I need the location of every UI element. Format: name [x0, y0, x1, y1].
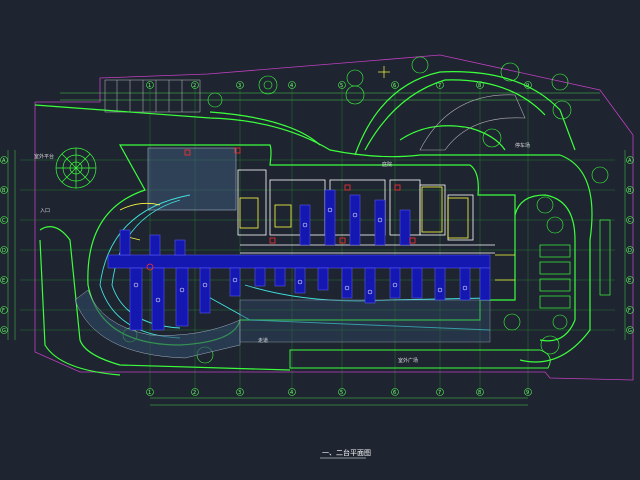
axis-label-right-e: E: [628, 278, 631, 284]
axis-label-top-9: 9: [526, 83, 529, 89]
annotation-top: 庭院: [382, 161, 392, 168]
annotation-left-2: 入口: [40, 208, 50, 214]
curved-terrace: [74, 289, 241, 359]
axis-label-top-8: 8: [478, 83, 481, 89]
axis-label-top-5: 5: [340, 83, 343, 89]
annotation-center: 走道: [258, 337, 268, 344]
axis-label-left-f: F: [2, 308, 5, 314]
trees: [122, 56, 609, 364]
bottom-path: [289, 349, 551, 369]
curved-walkway: [419, 94, 526, 151]
red-markers: [146, 147, 416, 271]
axis-label-left-a: A: [2, 158, 6, 164]
axis-label-bottom-5: 5: [340, 390, 343, 396]
axis-label-right-g: G: [628, 328, 632, 334]
axis-label-top-1: 1: [148, 83, 151, 89]
axis-label-top-4: 4: [290, 83, 293, 89]
axis-label-left-e: E: [2, 278, 5, 284]
diffusers: [133, 207, 468, 303]
axis-label-bottom-9: 9: [526, 390, 529, 396]
curved-facade: [99, 194, 491, 339]
axis-label-bottom-6: 6: [393, 390, 396, 396]
axis-label-text: 1 2 3 4 5 6 7 8 9 1 2 3 4 5 6 7 8 9 A B …: [2, 83, 632, 396]
top-axis-bubbles: [0, 81, 634, 396]
axis-label-right-f: F: [628, 308, 631, 314]
ductwork: [107, 189, 491, 331]
axis-label-bottom-8: 8: [478, 390, 481, 396]
annotation-left: 室外平台: [34, 153, 54, 160]
site-boundary: [34, 54, 634, 381]
annotations: 室外平台 入口 庭院 停车场 室外广场 走道: [34, 142, 530, 364]
annotation-bottom: 室外广场: [398, 357, 418, 364]
round-plaza: [55, 147, 97, 189]
parking-top-left: [104, 79, 201, 113]
axis-label-left-g: G: [2, 328, 6, 334]
axis-label-top-6: 6: [393, 83, 396, 89]
axis-label-left-b: B: [2, 188, 6, 194]
axis-label-right-b: B: [628, 188, 632, 194]
axis-label-left-c: C: [2, 218, 6, 224]
yellow-elements: [119, 186, 515, 281]
axis-label-top-7: 7: [438, 83, 441, 89]
terrace-hatch: [239, 299, 491, 343]
axis-label-right-a: A: [628, 158, 632, 164]
interior-walls: [237, 169, 495, 254]
annotation-right: 停车场: [515, 142, 530, 149]
axis-label-bottom-2: 2: [193, 390, 196, 396]
cursor-crosshair: [378, 66, 390, 78]
drawing-title: 一、二台平面图: [322, 448, 371, 457]
axis-label-bottom-4: 4: [290, 390, 293, 396]
axis-label-top-3: 3: [238, 83, 241, 89]
axis-label-right-d: D: [628, 248, 632, 254]
axis-label-bottom-1: 1: [148, 390, 151, 396]
right-planters: [539, 219, 611, 309]
axis-label-right-c: C: [628, 218, 632, 224]
landscape-paths: [34, 71, 593, 376]
axis-label-left-d: D: [2, 248, 6, 254]
axis-label-bottom-3: 3: [238, 390, 241, 396]
stair-hatch-area: [147, 147, 237, 211]
axis-label-bottom-7: 7: [438, 390, 441, 396]
axis-label-top-2: 2: [193, 83, 196, 89]
axis-grid: [20, 85, 615, 392]
